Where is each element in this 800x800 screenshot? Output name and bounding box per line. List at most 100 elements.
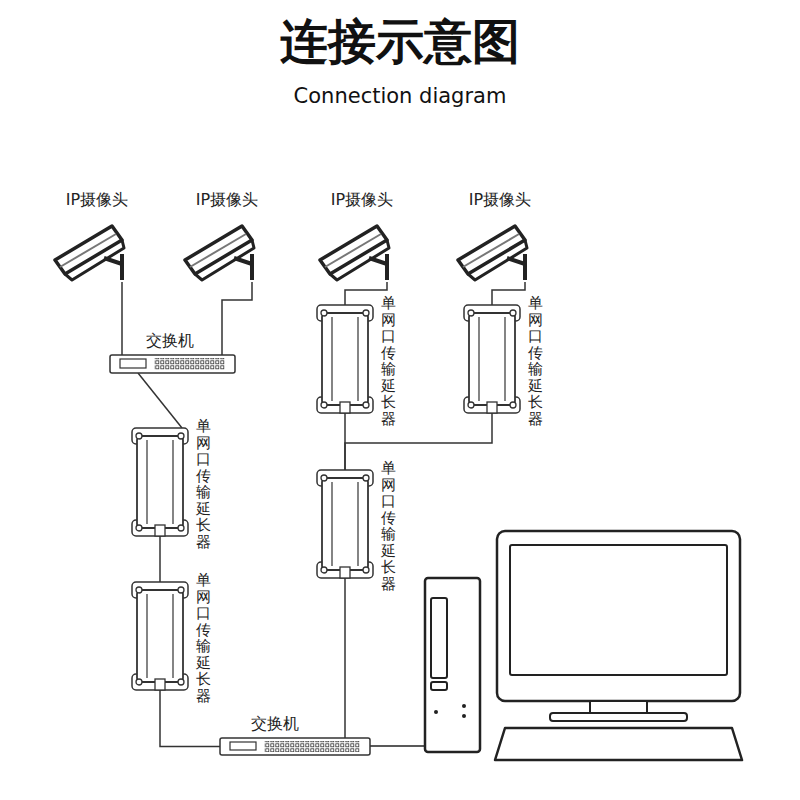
screw-hole xyxy=(363,310,369,316)
computer xyxy=(370,531,742,760)
power-button xyxy=(434,710,438,714)
ethernet-extender-shape xyxy=(132,428,188,536)
camera-stripe xyxy=(190,234,246,267)
camera-shade xyxy=(65,240,124,280)
screw-hole xyxy=(136,679,142,685)
monitor-neck xyxy=(590,701,647,713)
camera-stripe xyxy=(325,234,381,267)
camera-body xyxy=(55,226,122,274)
extender-body xyxy=(137,436,183,528)
network-cable xyxy=(344,578,346,738)
drive-bay xyxy=(431,598,447,678)
screw-hole xyxy=(321,475,327,481)
ethernet-extender-shape xyxy=(317,305,373,413)
ethernet-extender: 单网口传输延长器 xyxy=(464,305,520,413)
indicator-light xyxy=(462,714,466,718)
rj45-port xyxy=(340,567,350,578)
ethernet-extender-shape xyxy=(132,582,188,690)
ethernet-extender: 单网口传输延长器 xyxy=(317,305,373,413)
device-label: 单网口传输延长器 xyxy=(381,460,396,592)
switch-ports xyxy=(154,358,225,370)
device-label: 单网口传输延长器 xyxy=(196,572,211,704)
device-label: 单网口传输延长器 xyxy=(381,295,396,427)
rj45-port xyxy=(155,679,165,690)
network-cable xyxy=(492,282,525,305)
network-switch-shape xyxy=(110,355,235,373)
camera-bracket xyxy=(385,254,389,280)
screw-hole xyxy=(321,310,327,316)
switch-ports xyxy=(264,741,360,752)
ip-camera: IP摄像头 xyxy=(182,220,262,282)
screw-hole xyxy=(136,433,142,439)
ip-camera: IP摄像头 xyxy=(52,220,132,282)
screw-hole xyxy=(178,525,184,531)
network-cable xyxy=(345,282,387,305)
body-groove xyxy=(146,594,147,678)
keyboard xyxy=(495,728,742,760)
camera-stripe xyxy=(463,234,519,267)
screw-hole xyxy=(321,402,327,408)
screw-hole xyxy=(363,402,369,408)
camera-stripe xyxy=(60,234,116,267)
camera-bracket xyxy=(523,254,527,280)
network-cable xyxy=(138,373,182,428)
network-cable xyxy=(160,690,220,747)
camera-body xyxy=(320,226,387,274)
screw-hole xyxy=(510,402,516,408)
indicator-light xyxy=(462,704,466,708)
camera-bracket xyxy=(250,254,254,280)
camera-shade xyxy=(195,240,254,280)
screw-hole xyxy=(321,567,327,573)
node-label: IP摄像头 xyxy=(66,190,128,209)
camera-shade xyxy=(468,240,527,280)
extender-body xyxy=(322,478,368,570)
network-cable xyxy=(345,413,492,470)
ethernet-extender-shape xyxy=(317,470,373,578)
monitor-stand xyxy=(550,713,687,721)
computer-tower xyxy=(425,578,480,752)
ip-camera-shape xyxy=(182,220,262,282)
screw-hole xyxy=(510,310,516,316)
camera-body xyxy=(458,226,525,274)
rj45-port xyxy=(340,402,350,413)
screw-hole xyxy=(136,525,142,531)
ip-camera: IP摄像头 xyxy=(317,220,397,282)
body-groove xyxy=(357,317,358,401)
network-cable xyxy=(159,536,161,582)
screw-hole xyxy=(136,587,142,593)
monitor-frame xyxy=(497,531,740,701)
device-label: 单网口传输延长器 xyxy=(196,418,211,550)
screw-hole xyxy=(178,679,184,685)
title: 连接示意图 xyxy=(0,10,800,74)
ethernet-extender: 单网口传输延长器 xyxy=(132,428,188,536)
network-switch: 交换机 xyxy=(220,738,370,755)
network-switch-shape xyxy=(220,738,370,755)
ethernet-extender-shape xyxy=(464,305,520,413)
device-label: 单网口传输延长器 xyxy=(528,295,543,427)
body-groove xyxy=(331,482,332,566)
body-groove xyxy=(146,440,147,524)
node-label: 交换机 xyxy=(146,331,194,350)
rj45-port xyxy=(155,525,165,536)
ip-camera-shape xyxy=(317,220,397,282)
camera-body xyxy=(185,226,252,274)
ip-camera-shape xyxy=(52,220,132,282)
network-cable xyxy=(121,282,123,355)
switch-display xyxy=(230,742,256,750)
camera-bracket xyxy=(120,254,124,280)
node-label: IP摄像头 xyxy=(196,190,258,209)
node-label: IP摄像头 xyxy=(469,190,531,209)
extender-body xyxy=(322,313,368,405)
body-groove xyxy=(504,317,505,401)
ip-camera-shape xyxy=(455,220,535,282)
body-groove xyxy=(331,317,332,401)
ethernet-extender: 单网口传输延长器 xyxy=(317,470,373,578)
rj45-port xyxy=(487,402,497,413)
extender-body xyxy=(137,590,183,682)
body-groove xyxy=(357,482,358,566)
node-label: IP摄像头 xyxy=(331,190,393,209)
node-label: 交换机 xyxy=(251,714,299,733)
extender-body xyxy=(469,313,515,405)
network-cable xyxy=(222,282,252,355)
